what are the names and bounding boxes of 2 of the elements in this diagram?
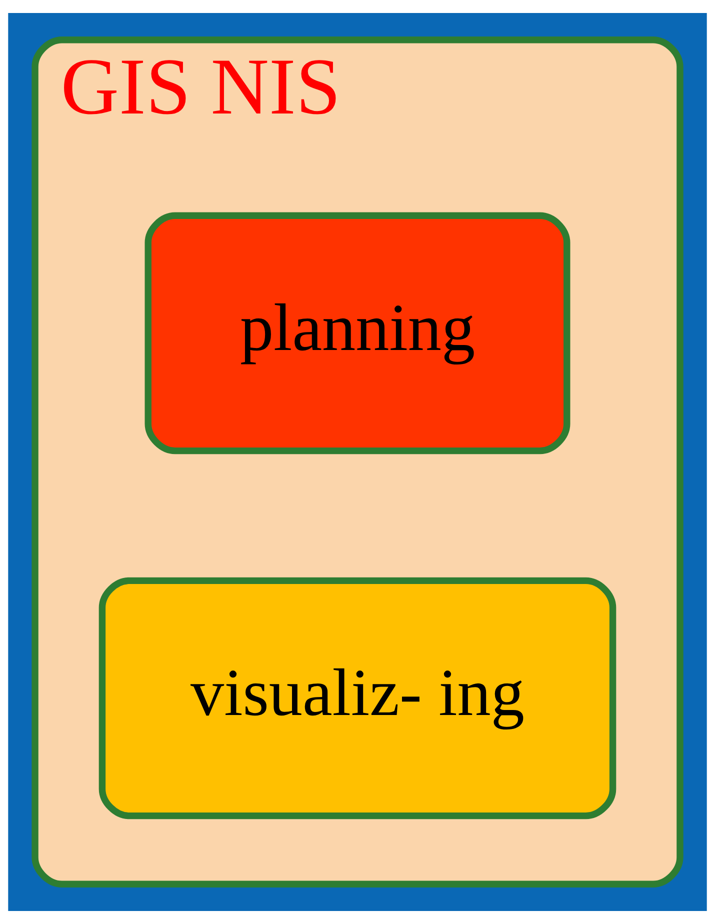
- node-box: planning: [144, 212, 570, 454]
- node-box: visualiz- ing: [98, 576, 616, 819]
